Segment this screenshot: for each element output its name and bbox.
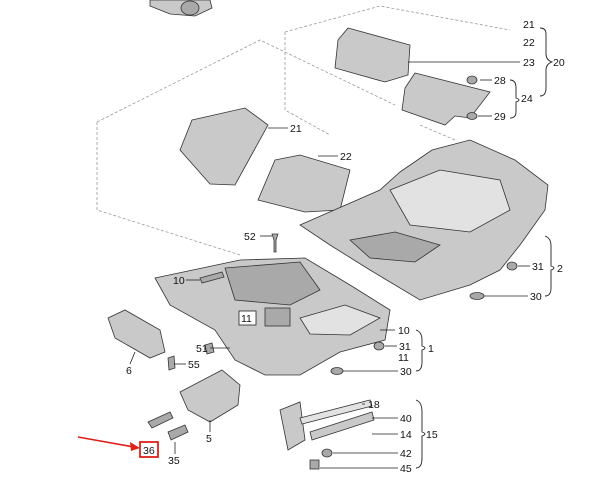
- callout-42: 42: [400, 448, 412, 460]
- clip-36: [147, 411, 174, 429]
- fastener-28: [466, 75, 478, 85]
- callout-29: 29: [494, 111, 506, 123]
- floor-mat-front-right: [257, 154, 351, 213]
- callout-55: 55: [188, 359, 200, 371]
- callout-31-upper: 31: [532, 261, 544, 273]
- callout-22-top: 22: [523, 37, 535, 49]
- guide-lines: [96, 5, 511, 256]
- callout-36: 36: [143, 445, 155, 457]
- bracket-part-5: [179, 369, 241, 423]
- callout-2: 2: [557, 263, 563, 275]
- callout-31-lower: 31: [399, 341, 411, 353]
- fastener-31-upper: [506, 261, 518, 271]
- top-bracket-part: [149, 0, 213, 17]
- callout-20: 20: [553, 57, 565, 69]
- fastener-30-lower: [330, 367, 344, 375]
- rear-floor-carpet: [299, 139, 549, 301]
- callout-11-box: [238, 310, 257, 326]
- clip-35: [167, 424, 189, 441]
- callout-10-right: 10: [398, 325, 410, 337]
- callout-35: 35: [168, 455, 180, 467]
- callout-40: 40: [400, 413, 412, 425]
- callout-5: 5: [206, 433, 212, 445]
- fastener-30-upper: [469, 292, 485, 300]
- callout-28: 28: [494, 75, 506, 87]
- callout-30-lower: 30: [400, 366, 412, 378]
- fastener-31-lower: [373, 341, 385, 351]
- floor-mat-front-left: [179, 107, 269, 186]
- clip-51: [204, 342, 215, 355]
- clip-10-left: [199, 271, 225, 284]
- callout-23: 23: [523, 57, 535, 69]
- screw-52: [271, 233, 279, 253]
- callout-21-top: 21: [523, 19, 535, 31]
- trim-strip-group: [279, 399, 375, 470]
- clip-55: [167, 355, 176, 371]
- callout-22: 22: [340, 151, 352, 163]
- callout-11-boxed: 11: [241, 313, 252, 325]
- callout-18: 18: [368, 399, 380, 411]
- front-floor-carpet: [154, 257, 391, 376]
- callout-24: 24: [521, 93, 533, 105]
- callout-45: 45: [400, 463, 412, 475]
- callout-11-right: 11: [398, 352, 409, 364]
- callout-21: 21: [290, 123, 302, 135]
- group-brackets: [415, 27, 555, 469]
- leader-lines: [129, 61, 530, 469]
- floor-mat-rear-left: [334, 27, 411, 83]
- callout-1: 1: [428, 343, 434, 355]
- highlight-marker: [77, 436, 159, 458]
- callout-labels: 21 22 23 20 28 24 29 21 22 52 31 2 30 10…: [126, 19, 565, 475]
- callout-52: 52: [244, 231, 256, 243]
- callout-51: 51: [196, 343, 208, 355]
- callout-30-upper: 30: [530, 291, 542, 303]
- fastener-29: [466, 112, 478, 120]
- callout-14: 14: [400, 429, 412, 441]
- highlight-box-36: [139, 441, 159, 458]
- bracket-part-6: [107, 309, 166, 359]
- callout-15: 15: [426, 429, 438, 441]
- callout-6: 6: [126, 365, 132, 377]
- floor-mat-rear-right: [401, 72, 491, 126]
- callout-10-left: 10: [173, 275, 185, 287]
